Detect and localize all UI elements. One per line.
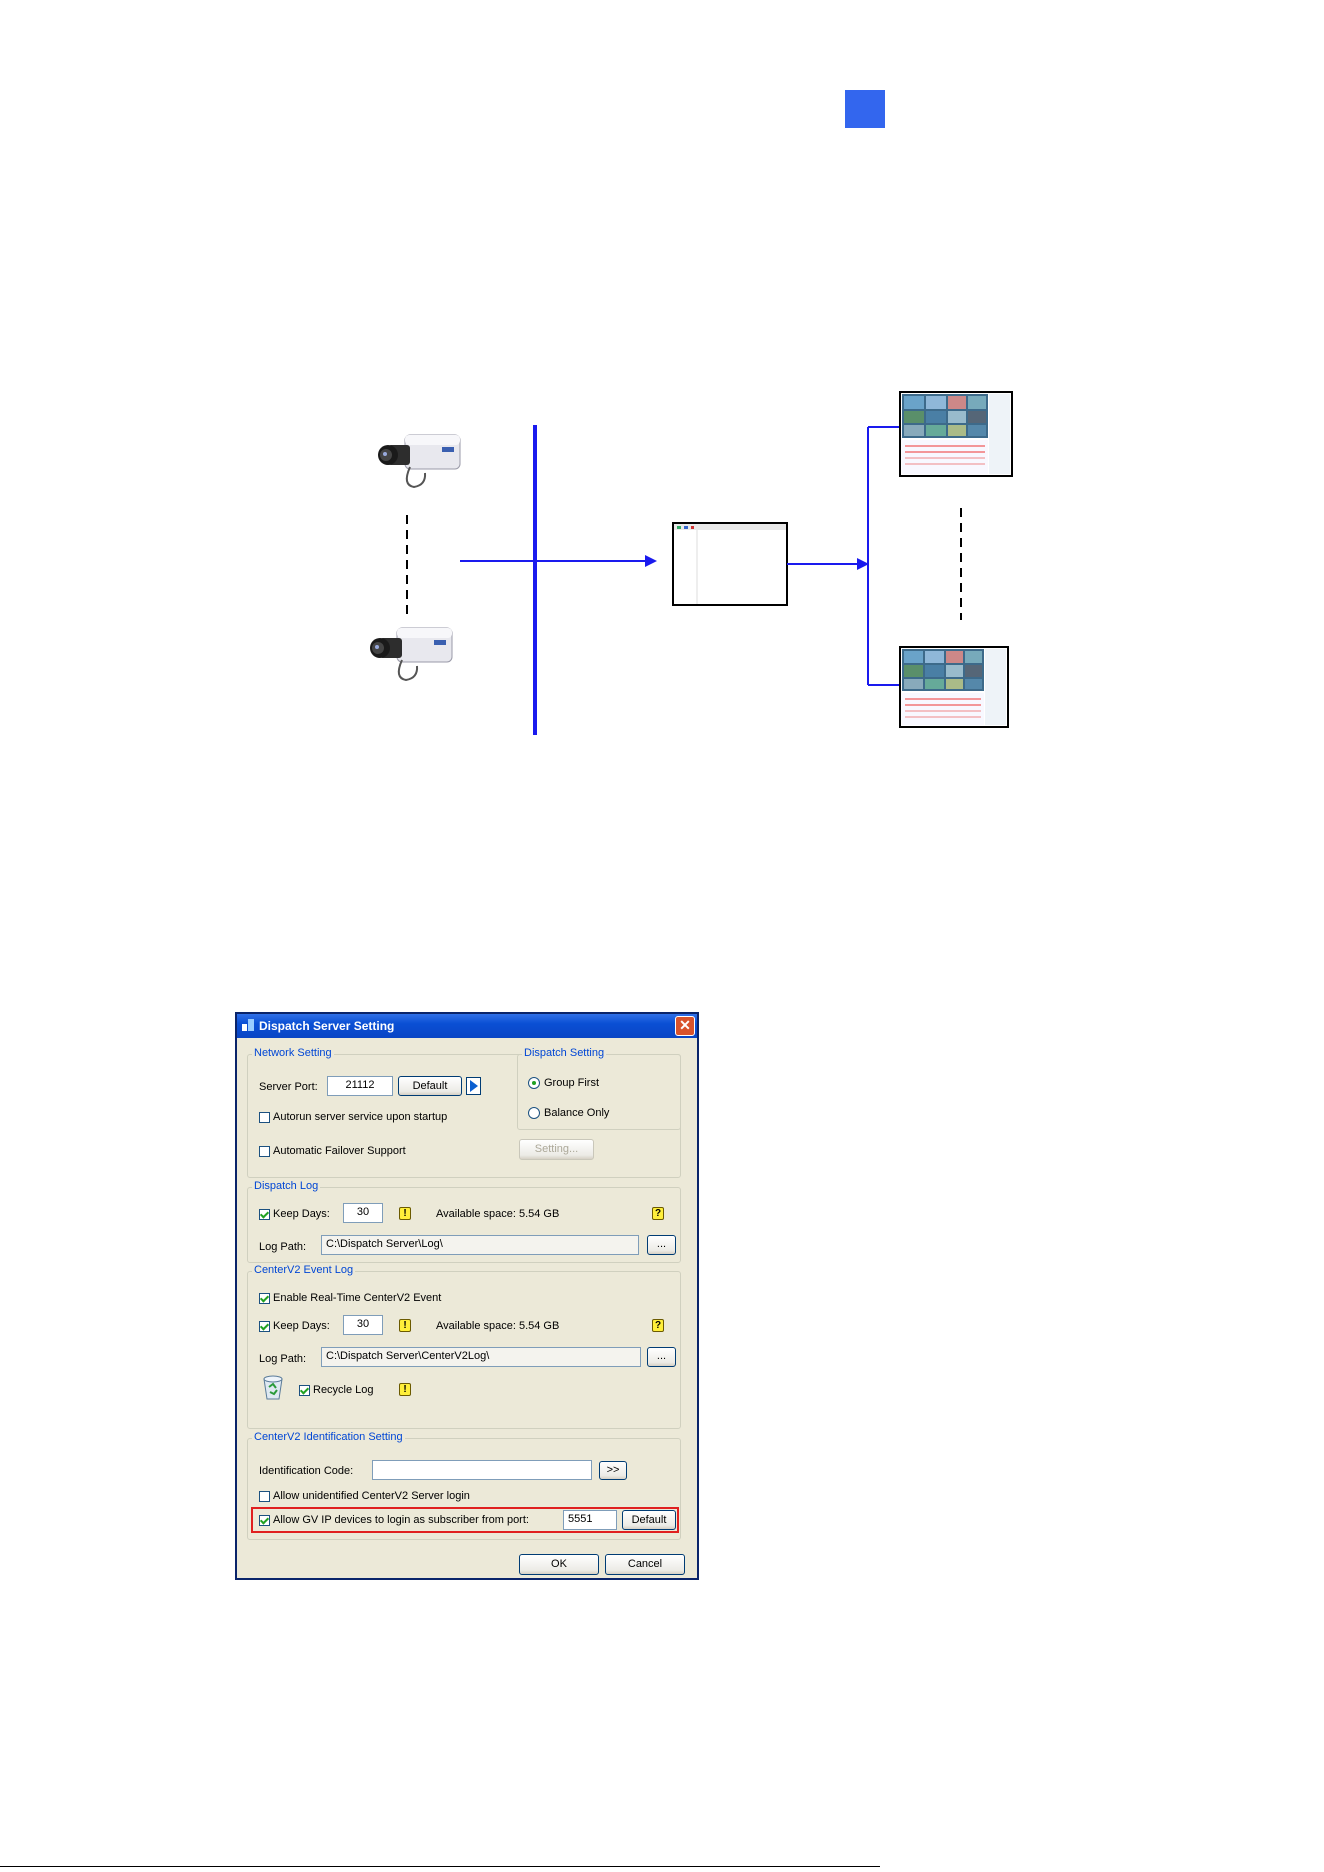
ip-camera-icon xyxy=(370,627,453,682)
help-icon[interactable]: ? xyxy=(652,1319,664,1332)
dispatch-keep-days-input[interactable]: 30 xyxy=(343,1203,383,1223)
dispatch-log-legend: Dispatch Log xyxy=(252,1180,321,1192)
network-setting-legend: Network Setting xyxy=(252,1047,334,1059)
autorun-label: Autorun server service upon startup xyxy=(273,1111,448,1123)
group-first-radio[interactable] xyxy=(528,1077,540,1089)
enable-realtime-checkbox[interactable] xyxy=(259,1293,270,1304)
failover-setting-button[interactable]: Setting... xyxy=(519,1139,594,1160)
event-keep-days-label: Keep Days: xyxy=(273,1320,330,1332)
event-log-path-label: Log Path: xyxy=(259,1353,307,1365)
gv-port-input[interactable]: 5551 xyxy=(563,1510,617,1530)
group-first-label: Group First xyxy=(544,1077,600,1089)
warning-icon: ! xyxy=(399,1383,411,1396)
balance-only-label: Balance Only xyxy=(544,1107,610,1119)
cancel-button[interactable]: Cancel xyxy=(605,1554,685,1575)
ip-camera-icon xyxy=(378,434,461,489)
autorun-checkbox[interactable] xyxy=(259,1112,270,1123)
footer-rule xyxy=(0,1866,880,1867)
identification-go-button[interactable]: >> xyxy=(599,1461,627,1480)
warning-icon: ! xyxy=(399,1319,411,1332)
centerv2-identification-group: CenterV2 Identification Setting xyxy=(247,1431,681,1540)
ok-button[interactable]: OK xyxy=(519,1554,599,1575)
dispatch-available-space: Available space: 5.54 GB xyxy=(436,1208,560,1220)
event-log-path-input[interactable]: C:\Dispatch Server\CenterV2Log\ xyxy=(321,1347,641,1367)
dispatch-setting-group: Dispatch Setting xyxy=(517,1047,681,1130)
chapter-tab xyxy=(845,90,885,128)
dispatch-log-path-label: Log Path: xyxy=(259,1241,307,1253)
highlight-box xyxy=(251,1507,679,1533)
allow-gv-devices-checkbox[interactable] xyxy=(259,1515,270,1526)
dispatch-log-browse-button[interactable]: ... xyxy=(647,1235,676,1255)
play-icon[interactable] xyxy=(466,1077,481,1095)
centerv2-identification-legend: CenterV2 Identification Setting xyxy=(252,1431,405,1443)
dispatch-server-setting-dialog: Dispatch Server Setting ✕ Network Settin… xyxy=(235,1012,699,1580)
event-keep-days-input[interactable]: 30 xyxy=(343,1315,383,1335)
dispatch-keep-days-checkbox[interactable] xyxy=(259,1209,270,1220)
centerv2-event-log-legend: CenterV2 Event Log xyxy=(252,1264,356,1276)
dispatch-log-group: Dispatch Log xyxy=(247,1180,681,1263)
dispatch-setting-legend: Dispatch Setting xyxy=(522,1047,607,1059)
gv-port-default-button[interactable]: Default xyxy=(622,1510,676,1530)
event-log-browse-button[interactable]: ... xyxy=(647,1347,676,1367)
recycle-log-label: Recycle Log xyxy=(313,1384,374,1396)
allow-gv-devices-label: Allow GV IP devices to login as subscrib… xyxy=(273,1514,529,1526)
dispatch-keep-days-label: Keep Days: xyxy=(273,1208,330,1220)
app-icon xyxy=(242,1019,254,1031)
centerv2-monitor-icon xyxy=(899,391,1013,477)
recycle-bin-icon xyxy=(263,1375,283,1400)
server-port-input[interactable]: 21112 xyxy=(327,1076,393,1096)
dialog-title: Dispatch Server Setting xyxy=(259,1019,395,1033)
help-icon[interactable]: ? xyxy=(652,1207,664,1220)
dispatch-server-window-icon xyxy=(672,522,788,606)
event-keep-days-checkbox[interactable] xyxy=(259,1321,270,1332)
warning-icon: ! xyxy=(399,1207,411,1220)
centerv2-event-log-group: CenterV2 Event Log xyxy=(247,1264,681,1429)
balance-only-radio[interactable] xyxy=(528,1107,540,1119)
server-port-label: Server Port: xyxy=(259,1081,318,1093)
allow-unidentified-checkbox[interactable] xyxy=(259,1491,270,1502)
close-icon[interactable]: ✕ xyxy=(675,1016,695,1036)
dispatch-log-path-input[interactable]: C:\Dispatch Server\Log\ xyxy=(321,1235,639,1255)
identification-code-input[interactable] xyxy=(372,1460,592,1480)
centerv2-monitor-icon xyxy=(899,646,1009,728)
title-bar: Dispatch Server Setting ✕ xyxy=(237,1014,697,1038)
enable-realtime-label: Enable Real-Time CenterV2 Event xyxy=(273,1292,442,1304)
allow-unidentified-label: Allow unidentified CenterV2 Server login xyxy=(273,1490,470,1502)
port-default-button[interactable]: Default xyxy=(398,1076,462,1096)
failover-checkbox[interactable] xyxy=(259,1146,270,1157)
failover-label: Automatic Failover Support xyxy=(273,1145,406,1157)
event-available-space: Available space: 5.54 GB xyxy=(436,1320,560,1332)
recycle-log-checkbox[interactable] xyxy=(299,1385,310,1396)
network-diagram xyxy=(370,391,1013,735)
identification-code-label: Identification Code: xyxy=(259,1465,354,1477)
